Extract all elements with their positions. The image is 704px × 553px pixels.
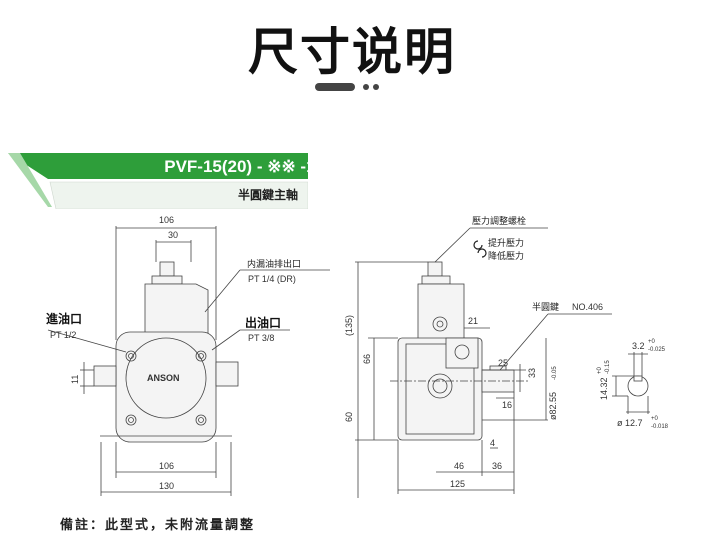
dim-106-top: 106 [159, 215, 174, 225]
drain-label: 内漏油排出口 [247, 258, 301, 270]
drain-spec: PT 1/4 (DR) [248, 274, 296, 284]
adjust-lower: 降低壓力 [488, 250, 524, 262]
shaft-diameter: ø 12.7 [617, 418, 643, 428]
dim-21: 21 [468, 316, 478, 326]
outlet-spec: PT 3/8 [248, 333, 274, 343]
dim-135: (135) [344, 315, 354, 336]
rotate-cw-icon [473, 240, 483, 250]
dim-diameter-tol: -0.05 [552, 366, 558, 380]
adjust-raise: 提升壓力 [488, 237, 524, 249]
shaft-key-width-tol-low: -0.025 [648, 347, 666, 353]
dim-4: 4 [490, 438, 495, 448]
dim-30: 30 [168, 230, 178, 240]
shaft-height-tol-up: +0 [597, 366, 603, 374]
shaft-diameter-tol-up: +0 [651, 416, 659, 422]
dim-46: 46 [454, 461, 464, 471]
key-label: 半圓鍵 [532, 301, 559, 313]
shaft-diameter-tol-low: -0.018 [651, 424, 669, 430]
outlet-label: 出油口 [245, 315, 281, 330]
dim-11: 11 [70, 375, 80, 384]
dim-diameter: ø82.55 [548, 392, 558, 420]
shaft-height: 14.32 [599, 377, 609, 400]
dim-125: 125 [450, 479, 465, 489]
dim-60: 60 [344, 412, 354, 422]
shaft-key-width: 3.2 [632, 341, 645, 351]
footer-note: 備註：此型式，未附流量調整 [60, 518, 256, 533]
brand-logo: ANSON [147, 373, 180, 383]
dim-16: 16 [502, 400, 512, 410]
dim-25: 25 [498, 358, 508, 368]
model-banner [8, 153, 308, 209]
rotate-ccw-icon [477, 248, 487, 258]
page-title: 尺寸说明 [248, 23, 456, 81]
shaft-key-width-tol-up: +0 [648, 339, 656, 345]
model-title: PVF-15(20) - ※※ -10 [164, 157, 325, 176]
key-spec: NO.406 [572, 302, 603, 312]
dim-66: 66 [362, 354, 372, 364]
inlet-label: 進油口 [46, 311, 82, 326]
shaft-height-tol-low: -0.15 [605, 360, 611, 374]
model-subtitle: 半圓鍵主軸 [237, 188, 298, 202]
dim-106-bottom: 106 [159, 461, 174, 471]
dim-33: 33 [527, 368, 537, 378]
inlet-spec: PT 1/2 [50, 330, 76, 340]
dim-36: 36 [492, 461, 502, 471]
dim-130: 130 [159, 481, 174, 491]
adjust-screw-title: 壓力調整螺栓 [472, 215, 526, 227]
